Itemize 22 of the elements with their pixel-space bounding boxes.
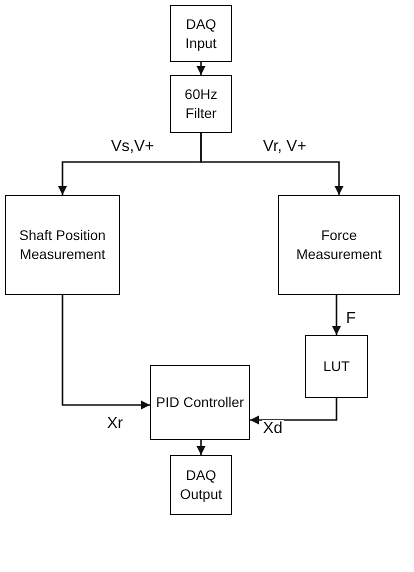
box-label: DAQ Input <box>184 14 218 52</box>
box-label: PID Controller <box>156 393 244 412</box>
edge-label: Vr, V+ <box>262 138 308 156</box>
box-label: 60Hz Filter <box>184 85 218 123</box>
process-box <box>170 75 232 133</box>
process-box <box>278 195 400 295</box>
box-label: Force Measurement <box>295 226 383 264</box>
arrow <box>196 440 206 455</box>
process-box <box>305 335 368 398</box>
process-box <box>5 195 120 295</box>
box-label: DAQ Output <box>178 466 224 504</box>
process-box <box>170 455 232 515</box>
edge-label: Vs,V+ <box>110 138 156 156</box>
box-label: Shaft Position Measurement <box>18 226 107 264</box>
process-box <box>170 5 232 62</box>
process-box <box>150 365 250 440</box>
arrow <box>200 133 344 195</box>
arrow <box>250 398 338 424</box>
arrow <box>196 62 206 75</box>
box-label: LUT <box>323 357 350 376</box>
arrow <box>332 295 341 335</box>
arrow <box>62 295 150 410</box>
